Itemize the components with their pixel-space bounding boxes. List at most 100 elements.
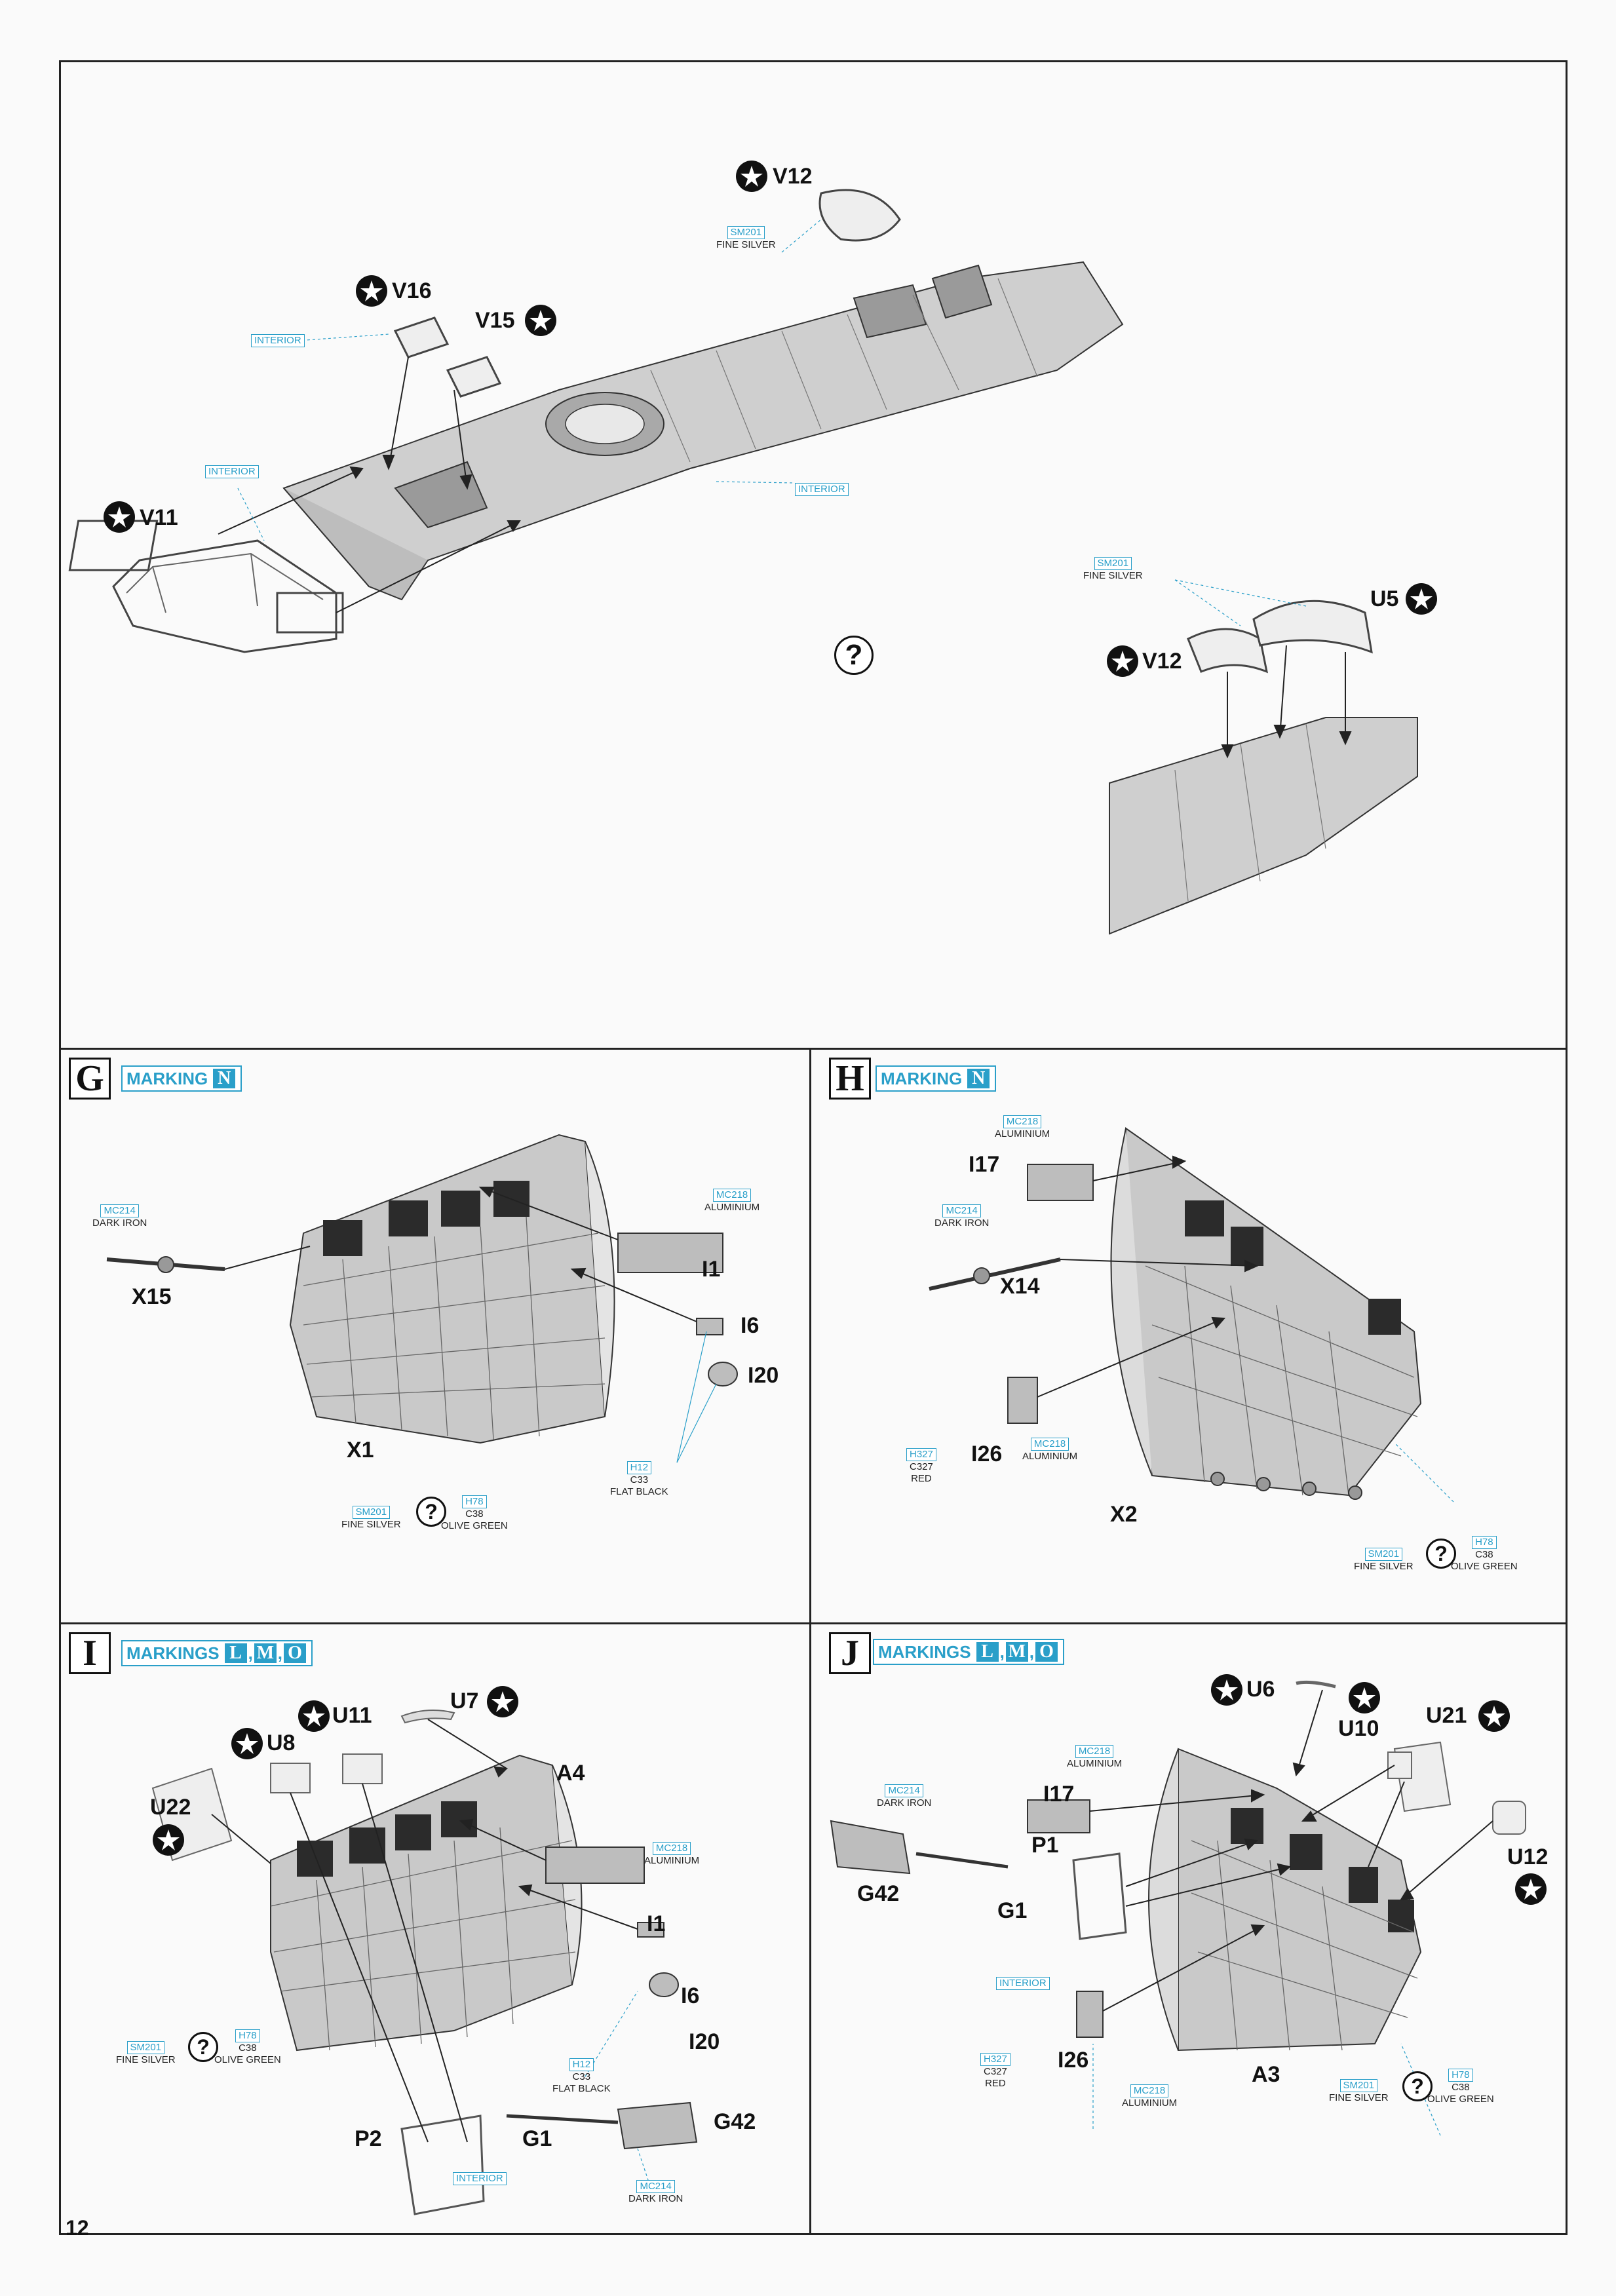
unknown-symbol-icon: ?: [188, 2032, 218, 2062]
clear-part-icon: [487, 1686, 518, 1717]
part-label-i26: I26: [1058, 2048, 1089, 2073]
unknown-symbol-icon: ?: [416, 1497, 446, 1527]
step-letter: I: [69, 1632, 111, 1674]
clear-part-icon: [1478, 1700, 1510, 1732]
part-label-u7: U7: [450, 1689, 479, 1713]
part-label-u5: U5: [1370, 586, 1399, 611]
part-label-x1: X1: [347, 1438, 374, 1463]
page-number: 12: [66, 2216, 89, 2240]
unknown-symbol-icon: ?: [1426, 1539, 1456, 1569]
part-label-i26: I26: [971, 1442, 1003, 1466]
part-label-u10: U10: [1338, 1716, 1379, 1741]
paint-interior: INTERIOR: [996, 1977, 1050, 1990]
clear-part-icon: [298, 1700, 330, 1732]
marking-indicator: MARKINGS L, M, O: [121, 1640, 313, 1666]
part-label-g42: G42: [857, 1881, 900, 1906]
fuselage-assembly-drawing: [68, 189, 1418, 935]
part-label-i6: I6: [681, 1983, 700, 2008]
clear-part-icon: [1406, 583, 1437, 615]
part-label-a3: A3: [1252, 2062, 1280, 2087]
marking-indicator: MARKING N: [121, 1065, 242, 1092]
part-label-i20: I20: [689, 2029, 720, 2054]
part-label-i1: I1: [702, 1257, 721, 1282]
part-label-i17: I17: [1043, 1782, 1075, 1807]
part-label-i6: I6: [741, 1313, 760, 1338]
part-label-x14: X14: [1000, 1274, 1040, 1299]
unknown-symbol-icon: ?: [1402, 2071, 1433, 2101]
part-label-p2: P2: [355, 2126, 382, 2151]
step-letter: G: [69, 1058, 111, 1100]
paint-interior: INTERIOR: [795, 483, 849, 496]
part-label-u6: U6: [1246, 1677, 1275, 1702]
clear-part-icon: [231, 1728, 263, 1759]
clear-part-icon: [104, 501, 135, 533]
part-label-g42: G42: [714, 2109, 756, 2134]
part-label-u21: U21: [1426, 1703, 1467, 1728]
part-label-u22: U22: [150, 1795, 191, 1820]
part-label-i20: I20: [748, 1363, 779, 1388]
step-h-drawing: [929, 1127, 1454, 1502]
part-label-g1: G1: [997, 1898, 1028, 1923]
step-i-panel: I MARKINGS L, M, O U1: [59, 1622, 811, 2235]
clear-part-icon: [1211, 1674, 1242, 1706]
marking-indicator: MARKINGS L, M, O: [873, 1639, 1065, 1665]
part-label-x2: X2: [1110, 1502, 1138, 1527]
clear-part-icon: [1107, 645, 1138, 677]
part-label-v12: V12: [1142, 649, 1182, 674]
part-label-v12: V12: [773, 164, 813, 189]
part-label-u8: U8: [267, 1731, 296, 1755]
step-letter: H: [829, 1058, 871, 1100]
step-g-drawing: [106, 1134, 738, 1463]
part-label-x15: X15: [132, 1284, 172, 1309]
paint-interior: INTERIOR: [251, 334, 305, 347]
part-label-g1: G1: [522, 2126, 552, 2151]
clear-part-icon: [525, 305, 556, 336]
unknown-symbol-icon: ?: [834, 636, 874, 675]
step-letter: J: [829, 1632, 871, 1674]
clear-part-icon: [1515, 1873, 1547, 1905]
part-label-v16: V16: [392, 278, 432, 303]
part-label-a4: A4: [556, 1761, 585, 1786]
part-label-u12: U12: [1507, 1845, 1549, 1869]
paint-interior: INTERIOR: [453, 2172, 507, 2185]
clear-part-icon: [1349, 1682, 1380, 1713]
paint-interior: INTERIOR: [205, 465, 259, 478]
clear-part-icon: [356, 275, 387, 307]
marking-indicator: MARKING N: [875, 1065, 997, 1092]
part-label-v11: V11: [140, 505, 178, 530]
clear-part-icon: [153, 1824, 184, 1856]
step-i-drawing: [151, 1710, 698, 2215]
part-label-i1: I1: [647, 1911, 666, 1936]
part-label-i17: I17: [969, 1152, 1000, 1177]
part-label-v15: V15: [475, 308, 515, 333]
step-j-panel: J MARKINGS L, M, O: [809, 1622, 1568, 2235]
step-j-drawing: [830, 1680, 1526, 2136]
part-label-u11: U11: [332, 1703, 372, 1728]
part-label-p1: P1: [1031, 1833, 1059, 1858]
